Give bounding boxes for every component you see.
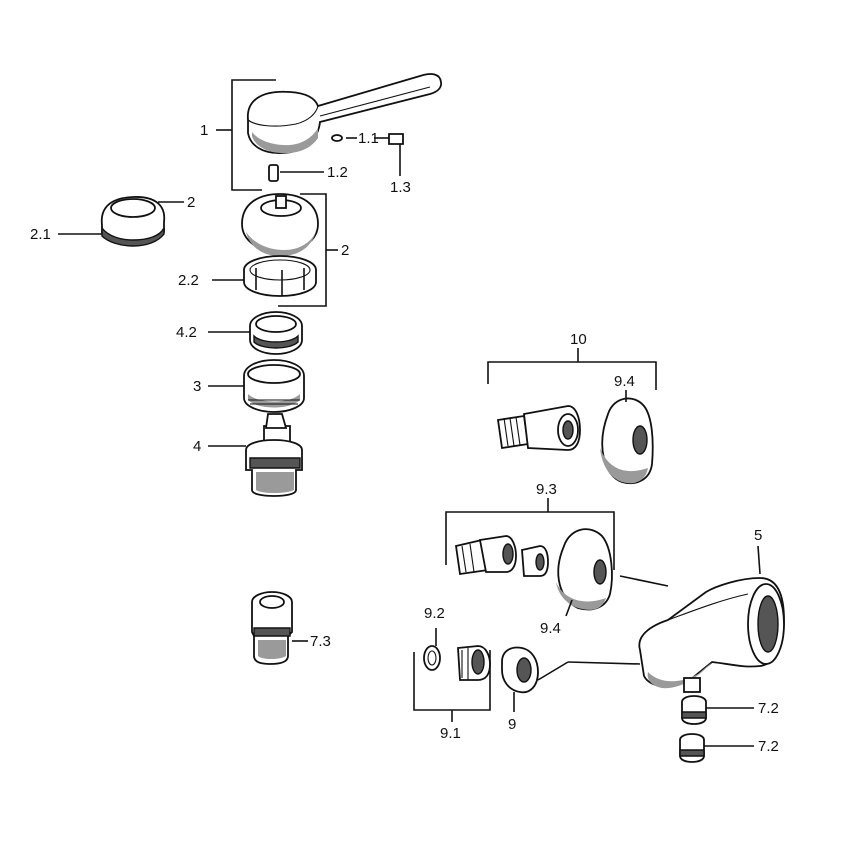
label-cap-assembly-right: 2 bbox=[341, 242, 349, 259]
label-washer: 9.2 bbox=[424, 605, 445, 622]
aerator-bottom-part bbox=[679, 733, 754, 763]
label-lever-screw: 1.1 bbox=[358, 130, 379, 147]
label-cap-assembly-left: 2 bbox=[187, 194, 195, 211]
cap-assembly-part bbox=[212, 193, 338, 307]
label-screw-cap: 1.3 bbox=[390, 179, 411, 196]
label-mixer-body: 5 bbox=[754, 527, 762, 544]
cap-ring-part bbox=[58, 196, 184, 247]
outlet-adapter-part bbox=[251, 591, 308, 665]
cartridge-part bbox=[208, 413, 303, 497]
label-cap-base-ring: 2.2 bbox=[178, 272, 199, 289]
label-connector-set: 9.3 bbox=[536, 481, 557, 498]
lever-handle-part bbox=[216, 73, 443, 191]
connector-set-part bbox=[445, 498, 669, 617]
label-outlet-adapter: 7.3 bbox=[310, 633, 331, 650]
label-union-nut: 9 bbox=[508, 716, 516, 733]
label-retaining-ring: 4.2 bbox=[176, 324, 197, 341]
label-lever-pin: 1.2 bbox=[327, 164, 348, 181]
label-wall-connector-set: 10 bbox=[570, 331, 587, 348]
label-aerator-bottom: 7.2 bbox=[758, 738, 779, 755]
label-connector-group: 9.1 bbox=[440, 725, 461, 742]
connector-group-part bbox=[413, 628, 569, 722]
label-bonnet-nut: 3 bbox=[193, 378, 201, 395]
bonnet-nut-part bbox=[208, 359, 305, 413]
retaining-ring-part bbox=[208, 311, 303, 355]
label-cap-ring: 2.1 bbox=[30, 226, 51, 243]
label-aerator-top: 7.2 bbox=[758, 700, 779, 717]
mixer-body-part bbox=[567, 545, 785, 693]
label-lever-handle: 1 bbox=[200, 122, 208, 139]
aerator-top-part bbox=[681, 695, 754, 725]
wall-connector-set-part bbox=[487, 348, 657, 485]
label-cover-rosette-top: 9.4 bbox=[614, 373, 635, 390]
label-cartridge: 4 bbox=[193, 438, 201, 455]
label-cover-rosette-bottom: 9.4 bbox=[540, 620, 561, 637]
